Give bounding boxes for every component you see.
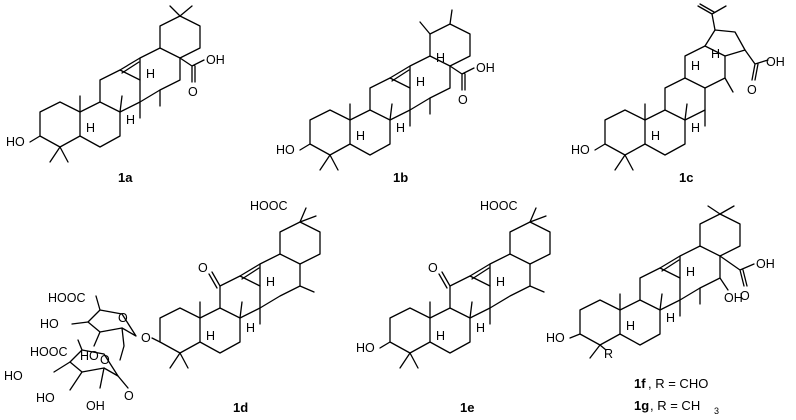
- compound-label-1f: 1f: [634, 376, 646, 391]
- oh-label: OH: [476, 61, 495, 75]
- compound-label: 1a: [118, 170, 133, 185]
- h-label-3: H: [416, 75, 425, 89]
- compound-1c: OH O HO H H H H 1c: [571, 3, 785, 185]
- ho-label: HO: [571, 143, 590, 157]
- oh-label-1: OH: [86, 399, 105, 413]
- h-label-4: H: [436, 51, 445, 65]
- compound-1e: HOOC O HO H H H 1e: [356, 199, 551, 415]
- ho-label: HO: [546, 331, 565, 345]
- keto-o-label: O: [428, 261, 438, 275]
- compound-label-1g: 1g: [634, 398, 649, 413]
- compound-1d: HOOC O H H H O O HOOC HO HO O HOOC HO HO…: [4, 199, 321, 415]
- h-label-4: H: [711, 47, 720, 61]
- h-label-1: H: [86, 121, 95, 135]
- keto-o-label: O: [198, 261, 208, 275]
- r-definition-1g-subscript: 3: [714, 406, 719, 416]
- o-label: O: [188, 85, 198, 99]
- cooh-top-label: HOOC: [250, 199, 288, 213]
- h-label-2: H: [246, 321, 255, 335]
- compound-1a: OH O HO H H H 1a: [6, 5, 225, 185]
- h-label-3: H: [496, 275, 505, 289]
- cooh-label-2: HOOC: [30, 345, 68, 359]
- ring-o-label-1: O: [118, 311, 128, 325]
- h-label-3: H: [691, 59, 700, 73]
- ho-label: HO: [356, 341, 375, 355]
- ho-label: HO: [6, 135, 25, 149]
- compound-label: 1b: [393, 170, 408, 185]
- h-label-1: H: [626, 319, 635, 333]
- compound-label: 1e: [460, 400, 474, 415]
- oh-label-2: OH: [724, 291, 743, 305]
- o-label: O: [740, 289, 750, 303]
- cooh-top-label: HOOC: [480, 199, 518, 213]
- r-definition-1g: , R = CH: [650, 398, 700, 413]
- h-label-2: H: [396, 121, 405, 135]
- glycoside-o-label: O: [141, 331, 151, 345]
- o-label: O: [747, 83, 757, 97]
- ho-label-4: HO: [36, 391, 55, 405]
- h-label-1: H: [206, 329, 215, 343]
- cooh-label-1: HOOC: [48, 291, 86, 305]
- h-label-3: H: [266, 275, 275, 289]
- r-definition-1f: , R = CHO: [648, 376, 708, 391]
- h-label-2: H: [691, 121, 700, 135]
- ring-o-label-2: O: [100, 353, 110, 367]
- oh-label: OH: [756, 257, 775, 271]
- h-label-3: H: [146, 67, 155, 81]
- h-label-1: H: [356, 129, 365, 143]
- h-label-1: H: [651, 129, 660, 143]
- h-label-3: H: [686, 265, 695, 279]
- ho-label-1: HO: [40, 317, 59, 331]
- oh-label: OH: [206, 53, 225, 67]
- h-label-2: H: [666, 311, 675, 325]
- ho-label: HO: [276, 143, 295, 157]
- compound-label: 1c: [679, 170, 693, 185]
- h-label-1: H: [436, 329, 445, 343]
- compound-1f-1g: OH O OH HO R H H H 1f , R = CHO 1g , R =…: [546, 205, 775, 416]
- oh-label: OH: [766, 55, 785, 69]
- r-label: R: [604, 347, 613, 361]
- h-label-2: H: [476, 321, 485, 335]
- ho-label-3: HO: [4, 369, 23, 383]
- o-label: O: [458, 93, 468, 107]
- compound-label: 1d: [233, 400, 248, 415]
- link-o-label: O: [124, 389, 134, 403]
- h-label-2: H: [126, 113, 135, 127]
- compound-1b: OH O HO H H H H 1b: [276, 9, 495, 185]
